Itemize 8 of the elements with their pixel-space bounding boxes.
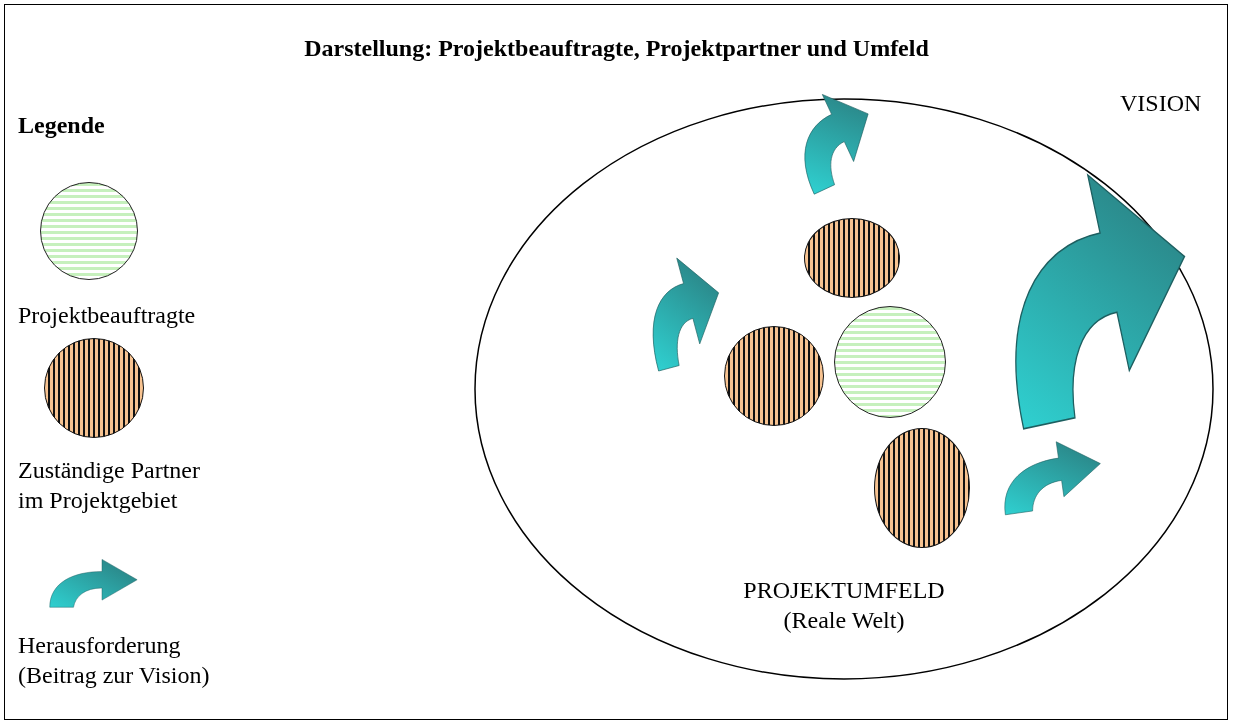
legend-text: Zuständige Partner im Projektgebiet — [18, 456, 201, 515]
label-text: Legende — [18, 111, 105, 140]
title: Darstellung: Projektbeauftragte, Projektpartner und Umfeld — [303, 34, 930, 63]
legend-text: Projektbeauftragte — [18, 301, 197, 330]
legend-text: Herausforderung (Beitrag zur Vision) — [18, 631, 211, 690]
node-text: PROJEKTUMFELD (Reale Welt) — [742, 576, 946, 635]
ellipse-area — [474, 98, 1214, 680]
label-text: VISION — [1120, 89, 1202, 118]
